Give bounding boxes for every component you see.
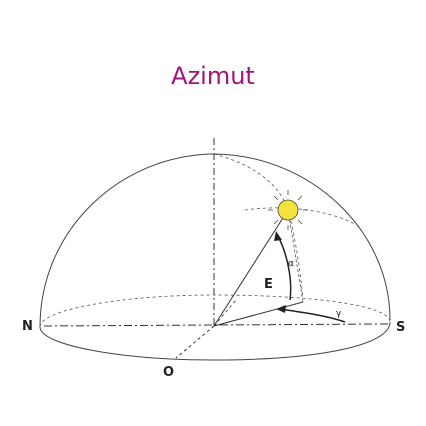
sun-path-arc bbox=[244, 207, 363, 229]
azimuth-arrowhead bbox=[276, 305, 286, 313]
label-south: S bbox=[396, 320, 405, 335]
label-east: O bbox=[163, 365, 174, 380]
elevation-arrowhead bbox=[274, 231, 282, 241]
azimuth-arc bbox=[279, 308, 346, 323]
east-west-axis bbox=[175, 325, 215, 359]
label-alpha: α bbox=[288, 259, 294, 269]
sun-ray bbox=[213, 209, 289, 327]
east-west-axis-back bbox=[213, 299, 237, 327]
horizon-front bbox=[39, 321, 391, 361]
label-gamma: γ bbox=[336, 309, 342, 319]
label-elevation: E bbox=[264, 277, 273, 292]
diagram-title: Azimut bbox=[171, 62, 255, 90]
sun-drop-line bbox=[287, 209, 304, 303]
sun-icon bbox=[268, 190, 308, 230]
azimuth-projection bbox=[213, 301, 304, 327]
elevation-arc bbox=[277, 235, 292, 301]
dome-outline bbox=[39, 153, 391, 328]
label-north: N bbox=[22, 319, 33, 334]
